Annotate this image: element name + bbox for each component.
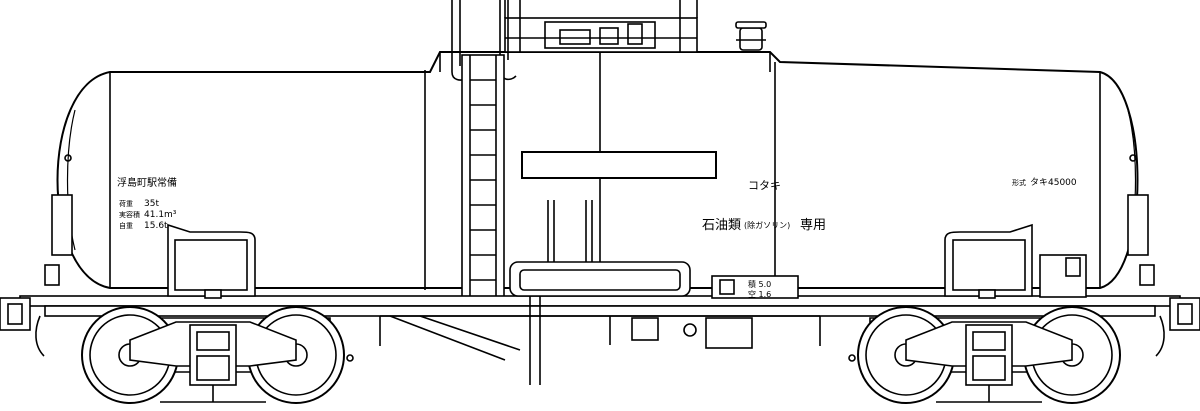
inspection-line-1: 積 5.0 — [748, 279, 771, 289]
right-bogie — [857, 306, 1121, 404]
home-station-text: 浮島町駅常備 — [117, 176, 177, 189]
cargo-suffix: 専用 — [800, 218, 826, 233]
left-bogie — [81, 306, 345, 404]
reporting-mark: コタキ — [748, 179, 781, 192]
tare-value: 15.6t — [144, 221, 168, 231]
manhole-cap — [735, 21, 767, 51]
model-prefix: 形式 — [1012, 178, 1026, 187]
load-value: 35t — [144, 199, 159, 209]
ladder — [461, 54, 505, 306]
capacity-label: 実容積 — [119, 210, 140, 219]
right-end — [944, 194, 1200, 357]
inspection-line-2: 空 1.6 — [748, 289, 771, 299]
model-number: タキ45000 — [1030, 177, 1077, 188]
name-placard — [521, 151, 717, 179]
cargo-main: 石油類 — [702, 218, 741, 233]
left-end — [0, 194, 256, 357]
top-walkway — [504, 0, 698, 53]
load-label: 荷重 — [119, 199, 133, 208]
capacity-value: 41.1m³ — [144, 210, 177, 220]
tare-label: 自重 — [119, 221, 133, 230]
lettering: 浮島町駅常備 荷重 35t 実容積 41.1m³ 自重 15.6t コタキ 形式… — [117, 176, 1077, 299]
cargo-note: (除ガソリン) — [744, 220, 790, 230]
valve-rods — [547, 200, 593, 265]
